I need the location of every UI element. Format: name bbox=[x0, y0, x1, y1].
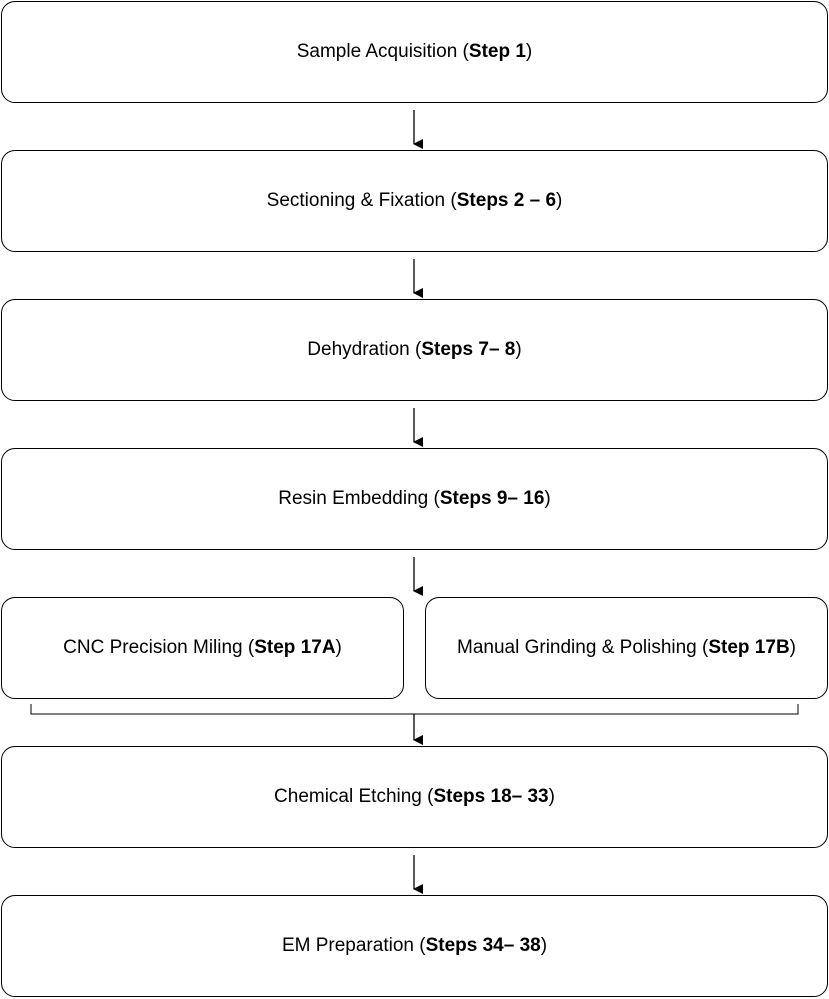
branch-merge-bracket bbox=[30, 704, 799, 715]
step-label: Resin Embedding (Steps 9– 16) bbox=[278, 488, 551, 509]
step-chemical-etching: Chemical Etching (Steps 18– 33) bbox=[1, 746, 828, 848]
step-manual-grinding-polishing: Manual Grinding & Polishing (Step 17B) bbox=[425, 597, 828, 699]
step-label: EM Preparation (Steps 34– 38) bbox=[281, 935, 548, 956]
step-label: CNC Precision Miling (Step 17A) bbox=[63, 637, 342, 658]
step-resin-embedding: Resin Embedding (Steps 9– 16) bbox=[1, 448, 828, 550]
step-label: Sample Acquisition (Step 1) bbox=[296, 41, 533, 62]
step-cnc-precision-milling: CNC Precision Miling (Step 17A) bbox=[1, 597, 404, 699]
step-label: Dehydration (Steps 7– 8) bbox=[307, 339, 522, 360]
step-label: Sectioning & Fixation (Steps 2 – 6) bbox=[266, 190, 563, 211]
step-dehydration: Dehydration (Steps 7– 8) bbox=[1, 299, 828, 401]
step-label: Chemical Etching (Steps 18– 33) bbox=[274, 786, 555, 807]
step-em-preparation: EM Preparation (Steps 34– 38) bbox=[1, 895, 828, 997]
step-label: Manual Grinding & Polishing (Step 17B) bbox=[457, 637, 796, 658]
step-sample-acquisition: Sample Acquisition (Step 1) bbox=[1, 1, 828, 103]
step-sectioning-fixation: Sectioning & Fixation (Steps 2 – 6) bbox=[1, 150, 828, 252]
